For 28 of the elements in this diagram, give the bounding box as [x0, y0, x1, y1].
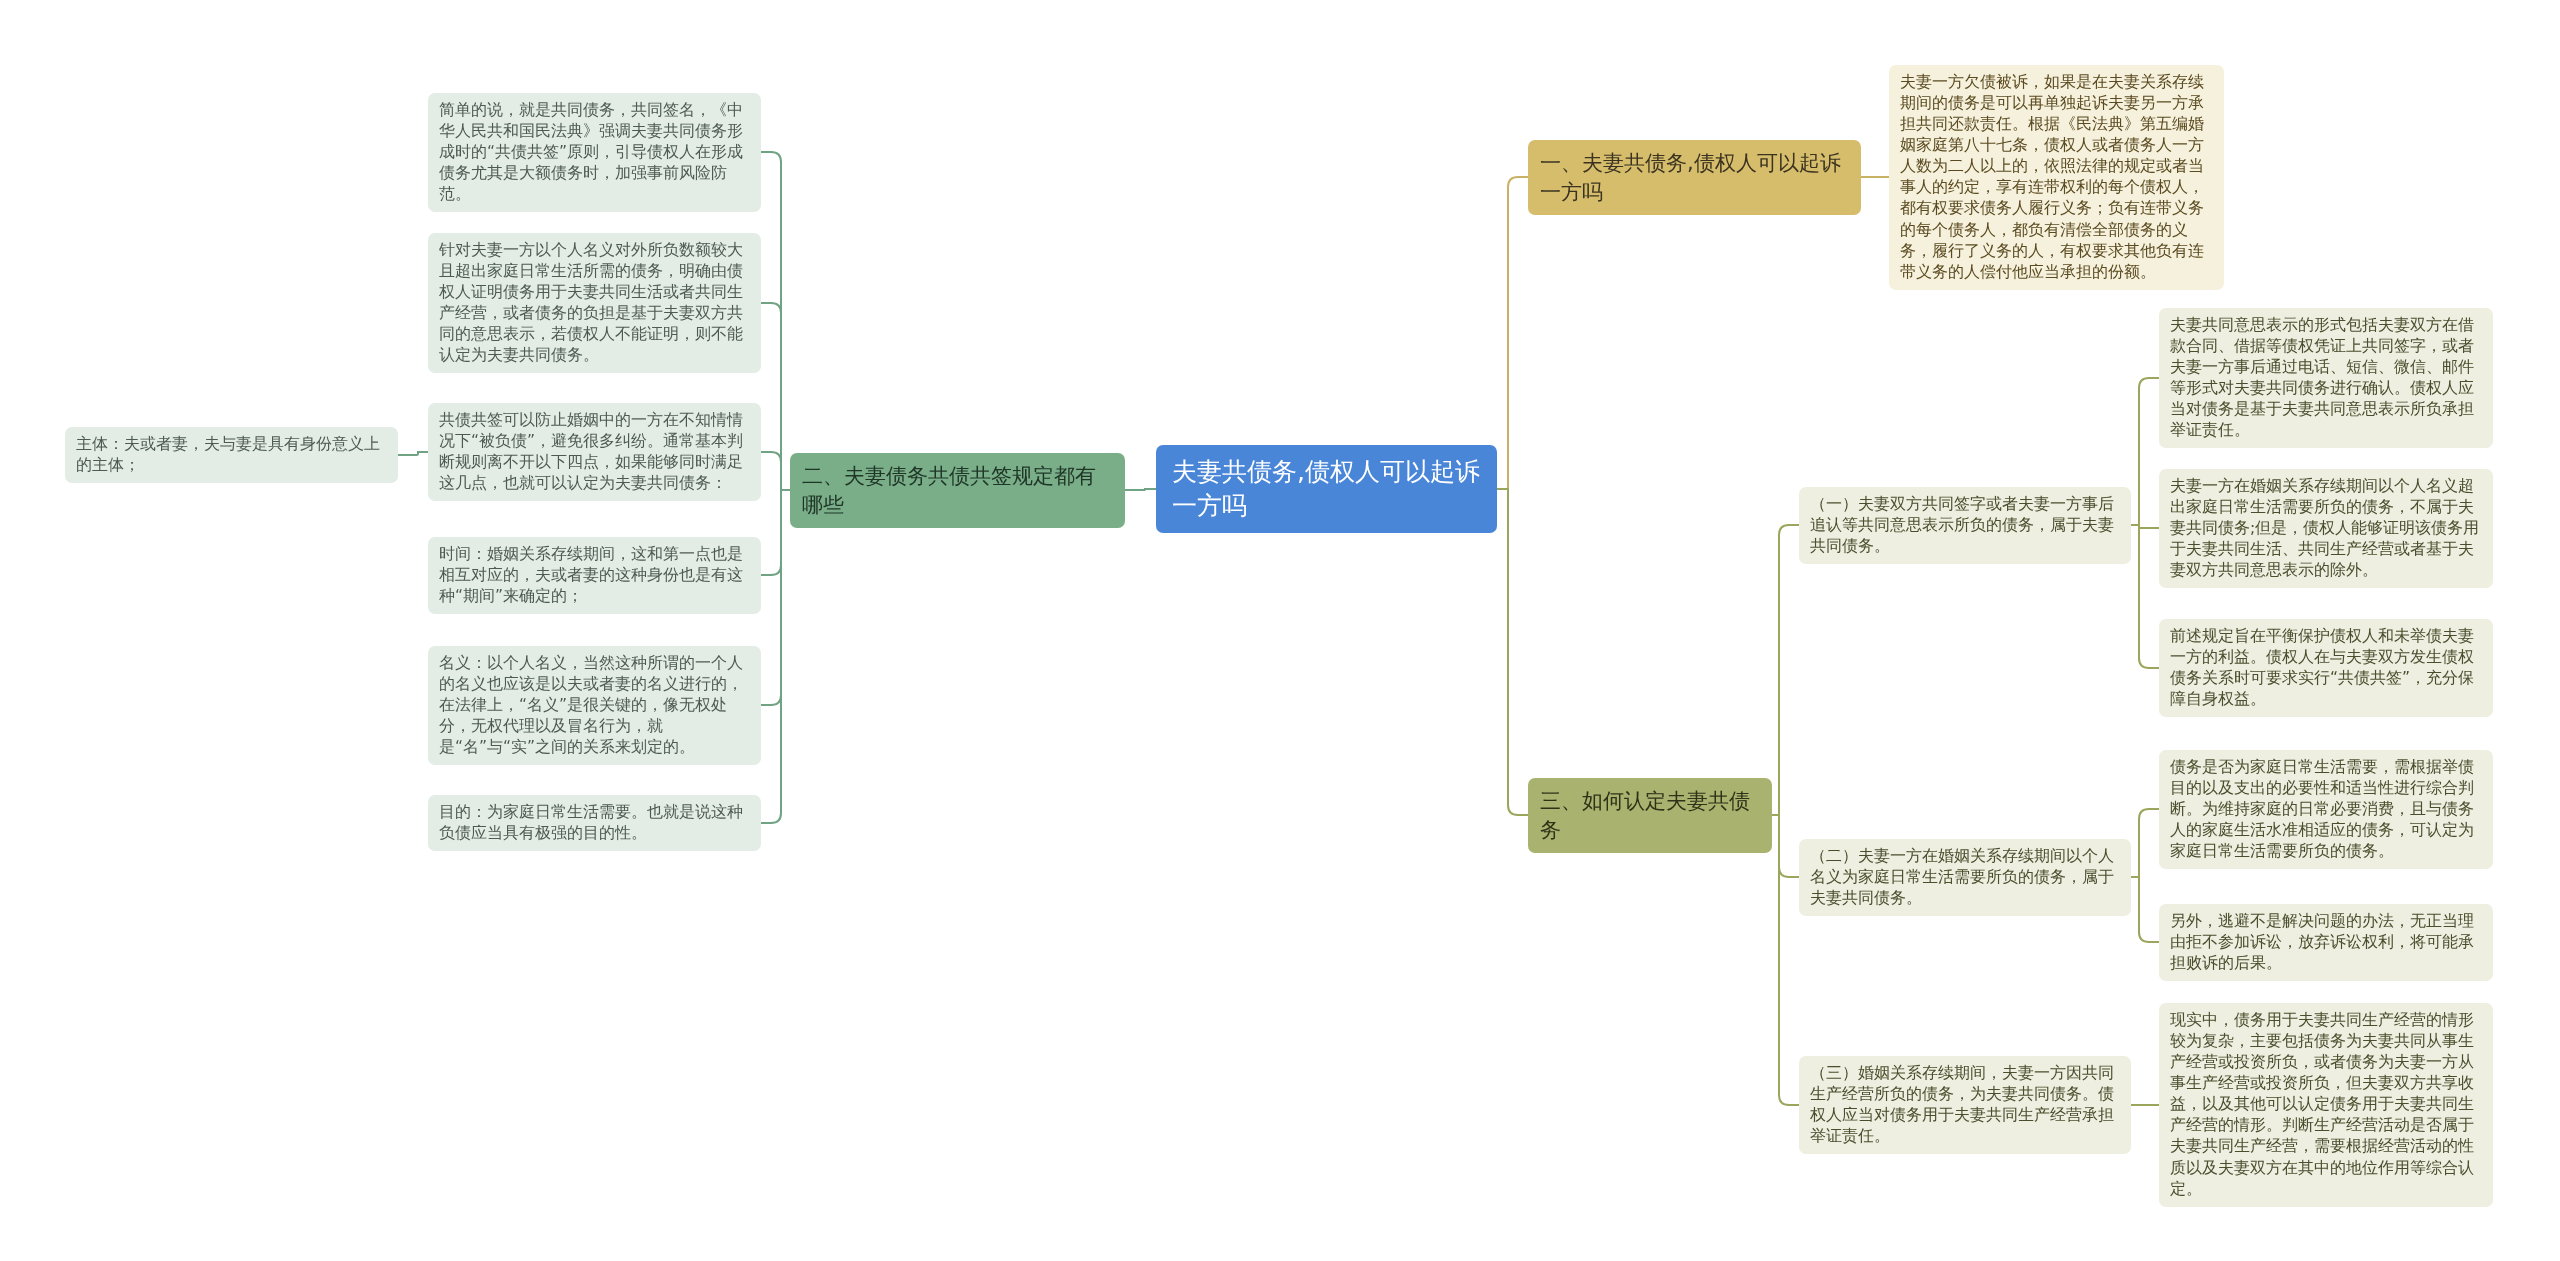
subtopic-box: 针对夫妻一方以个人名义对外所负数额较大且超出家庭日常生活所需的债务，明确由债权人证明债务用于夫妻共同生活或者共同生产经营，或者债务的负担是基于夫妻双方共同的意思表示，若债权人不能证明，则不能认定为夫妻共同债务。 — [428, 233, 761, 374]
subtopic-box: 时间：婚姻关系存续期间，这和第一点也是相互对应的，夫或者妻的这种身份也是有这种“期间”来确定的； — [428, 537, 761, 615]
connector-line — [397, 451, 429, 456]
subtopic-box: 共债共签可以防止婚姻中的一方在不知情情况下“被负债”，避免很多纠纷。通常基本判断规则离不开以下四点，如果能够同时满足这几点，也就可以认定为夫妻共同债务： — [428, 403, 761, 502]
subtopic-box: 债务是否为家庭日常生活需要，需根据举债目的以及支出的必要性和适当性进行综合判断。为维持家庭的日常必要消费，且与债务人的家庭生活水准相适应的债务，可认定为家庭日常生活需要所负的债务。 — [2159, 750, 2493, 870]
subtopic-box: 目的：为家庭日常生活需要。也就是说这种负债应当具有极强的目的性。 — [428, 795, 761, 852]
connector-line — [1771, 814, 1800, 1106]
subtopic-box: （三）婚姻关系存续期间，夫妻一方因共同生产经营所负的债务，为夫妻共同债务。债权人应当对债务用于夫妻共同生产经营承担举证责任。 — [1799, 1056, 2131, 1155]
subtopic-box: （二）夫妻一方在婚姻关系存续期间以个人名义为家庭日常生活需要所负的债务，属于夫妻共同债务。 — [1799, 839, 2131, 917]
connector-line — [1860, 176, 1890, 178]
subtopic-box: 名义：以个人名义，当然这种所谓的一个人的名义也应该是以夫或者妻的名义进行的，在法律上，“名义”是很关键的，像无权处分，无权代理以及冒名行为，就是“名”与“实”之间的关系来划定的。 — [428, 646, 761, 766]
subtopic-box: 前述规定旨在平衡保护债权人和未举债夫妻一方的利益。债权人在与夫妻双方发生债权债务关系时可要求实行“共债共签”，充分保障自身权益。 — [2159, 619, 2493, 718]
connector-line — [760, 489, 791, 824]
subtopic-box: 另外，逃避不是解决问题的办法，无正当理由拒不参加诉讼，放弃诉讼权利，将可能承担败诉的后果。 — [2159, 904, 2493, 982]
central-topic-box: 夫妻共债务,债权人可以起诉一方吗 — [1156, 445, 1497, 533]
subtopic-box: 夫妻共同意思表示的形式包括夫妻双方在借款合同、借据等债权凭证上共同签字，或者夫妻一方事后通过电话、短信、微信、邮件等形式对夫妻共同债务进行确认。债权人应当对债务是基于夫妻共同意思表示所负承担举证责任。 — [2159, 308, 2493, 449]
branch-topic-box: 三、如何认定夫妻共债务 — [1528, 778, 1772, 854]
subtopic-box: （一）夫妻双方共同签字或者夫妻一方事后追认等共同意思表示所负的债务，属于夫妻共同债务。 — [1799, 487, 2131, 565]
branch-topic-box: 一、夫妻共债务,债权人可以起诉一方吗 — [1528, 140, 1861, 216]
subtopic-box: 主体：夫或者妻，夫与妻是具有身份意义上的主体； — [65, 427, 398, 484]
connector-line — [1124, 488, 1157, 491]
subtopic-box: 现实中，债务用于夫妻共同生产经营的情形较为复杂，主要包括债务为夫妻共同从事生产经营或投资所负，或者债务为夫妻一方从事生产经营或投资所负，但夫妻双方共享收益，以及其他可以认定债务用于夫妻共同生产经营的情形。判断生产经营活动是否属于夫妻共同生产经营，需要根据经营活动的性质以及夫妻双方在其中的地位作用等综合认定。 — [2159, 1003, 2493, 1207]
connector-line — [1496, 488, 1529, 816]
subtopic-box: 夫妻一方在婚姻关系存续期间以个人名义超出家庭日常生活需要所负的债务，不属于夫妻共同债务;但是，债权人能够证明该债务用于夫妻共同生活、共同生产经营或者基于夫妻双方共同意思表示的除外。 — [2159, 469, 2493, 589]
subtopic-box: 简单的说，就是共同债务，共同签名，《中华人民共和国民法典》强调夫妻共同债务形成时的“共债共签”原则，引导债权人在形成债务尤其是大额债务时，加强事前风险防范。 — [428, 93, 761, 213]
connector-line — [2130, 1104, 2160, 1106]
subtopic-box: 夫妻一方欠债被诉，如果是在夫妻关系存续期间的债务是可以再单独起诉夫妻另一方承担共同还款责任。根据《民法典》第五编婚姻家庭第八十七条，债权人或者债务人一方人数为二人以上的，依照法律的规定或者当事人的约定，享有连带权利的每个债权人，都有权要求债务人履行义务；负有连带义务的每个债务人，都负有清偿全部债务的义务，履行了义务的人，有权要求其他负有连带义务的人偿付他应当承担的份额。 — [1889, 65, 2224, 290]
branch-topic-box: 二、夫妻债务共债共签规定都有哪些 — [790, 453, 1125, 529]
